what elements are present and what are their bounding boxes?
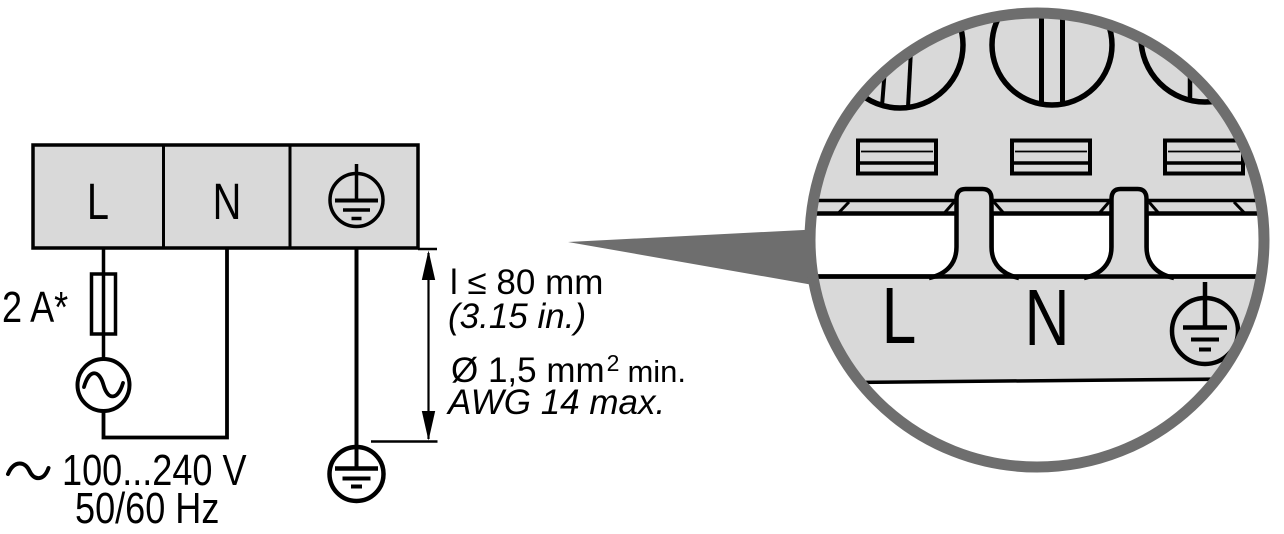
terminal-opening-neutral: [989, 211, 1114, 279]
ac-symbol-icon: [6, 461, 51, 481]
terminal-label-neutral: N: [212, 173, 242, 230]
magnified-label-neutral: N: [1024, 273, 1070, 362]
wire-length-label: l ≤ 80 mm: [450, 263, 604, 302]
magnifier-ring: [804, 7, 1270, 473]
ac-source-icon: [75, 357, 132, 413]
callout-wedge: [568, 227, 870, 295]
supply-voltage-label: 100...240 V: [62, 446, 247, 495]
cross-section-exponent: 2: [606, 350, 620, 376]
cross-section-qualifier: min.: [627, 354, 687, 389]
earth-ground-icon: [327, 444, 386, 504]
label-panel-edge: [844, 377, 1231, 385]
terminal-openings: [813, 211, 1261, 279]
magnifier-content: [813, 16, 1261, 385]
divider-tabs: [928, 186, 1175, 281]
earth-terminal-icon: [328, 164, 385, 229]
screw-icon-middle: [989, 16, 1115, 108]
dimension-arrow-icon: [371, 247, 438, 443]
fuse-icon: [89, 272, 118, 336]
wire-length-imperial-label: (3.15 in.): [448, 297, 587, 336]
wire-gauge-label: AWG 14 max.: [448, 383, 666, 422]
magnified-label-line: L: [881, 271, 917, 360]
cross-section-value: Ø 1,5 mm: [451, 351, 605, 390]
wires: [101, 248, 359, 468]
terminal-label-line: L: [86, 173, 110, 230]
release-slot-left: [856, 138, 938, 176]
wire-cross-section-label: Ø 1,5 mm2 min.: [451, 350, 687, 390]
terminal-opening-line: [813, 211, 960, 279]
supply-frequency-label: 50/60 Hz: [75, 484, 220, 533]
earth-label-icon: [1169, 282, 1241, 367]
release-slot-middle: [1010, 138, 1092, 176]
fuse-rating-label: 2 A*: [2, 283, 69, 332]
